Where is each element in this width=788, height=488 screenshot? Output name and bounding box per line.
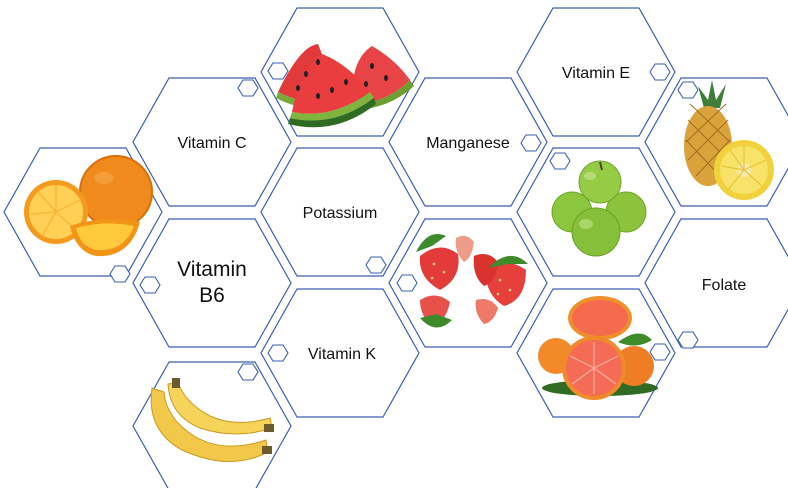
strawberry-image	[416, 234, 528, 328]
hex-marker	[109, 265, 131, 283]
grapefruit-image	[538, 296, 658, 400]
hex-cell-manganese: Manganese	[388, 77, 548, 207]
hex-marker	[267, 344, 289, 362]
hex-marker	[520, 134, 542, 152]
nutrient-label-vitamin-k: Vitamin K	[308, 346, 377, 363]
hex-marker	[237, 363, 259, 381]
pineapple-image	[684, 80, 774, 200]
hex-marker	[237, 79, 259, 97]
nutrient-label-vitamin-e: Vitamin E	[562, 65, 630, 82]
hex-cell-pineapple	[644, 77, 788, 207]
hex-marker	[677, 81, 699, 99]
hex-cell-vitamin-c: Vitamin C	[132, 77, 292, 207]
hex-cell-vitamin-e: Vitamin E	[516, 7, 676, 137]
orange-image	[24, 155, 153, 257]
hex-cell-folate: Folate	[644, 218, 788, 349]
hex-marker	[649, 63, 671, 81]
nutrient-label-manganese: Manganese	[426, 135, 510, 152]
hex-marker	[549, 152, 571, 170]
hex-cell-banana	[132, 361, 292, 488]
hex-cell-strawberry	[388, 218, 548, 348]
hex-marker	[396, 274, 418, 292]
hex-marker	[267, 62, 289, 80]
hex-cell-grapefruit	[516, 288, 676, 418]
hex-marker	[139, 276, 161, 294]
apple-image	[551, 160, 647, 257]
nutrient-label-potassium: Potassium	[303, 205, 378, 222]
hex-cell-potassium: Potassium	[260, 147, 420, 277]
nutrient-label-vitamin-c: Vitamin C	[177, 135, 246, 152]
hex-marker	[365, 256, 387, 274]
banana-image	[150, 378, 274, 462]
watermelon-image	[276, 44, 414, 128]
hex-cell-orange	[3, 147, 163, 283]
hex-marker	[649, 343, 671, 361]
hex-cell-vitamin-k: Vitamin K	[260, 288, 420, 418]
hex-marker	[677, 331, 699, 349]
nutrient-label-folate: Folate	[702, 277, 747, 294]
hex-cell-watermelon	[260, 7, 420, 137]
hex-cell-apple	[516, 147, 676, 277]
